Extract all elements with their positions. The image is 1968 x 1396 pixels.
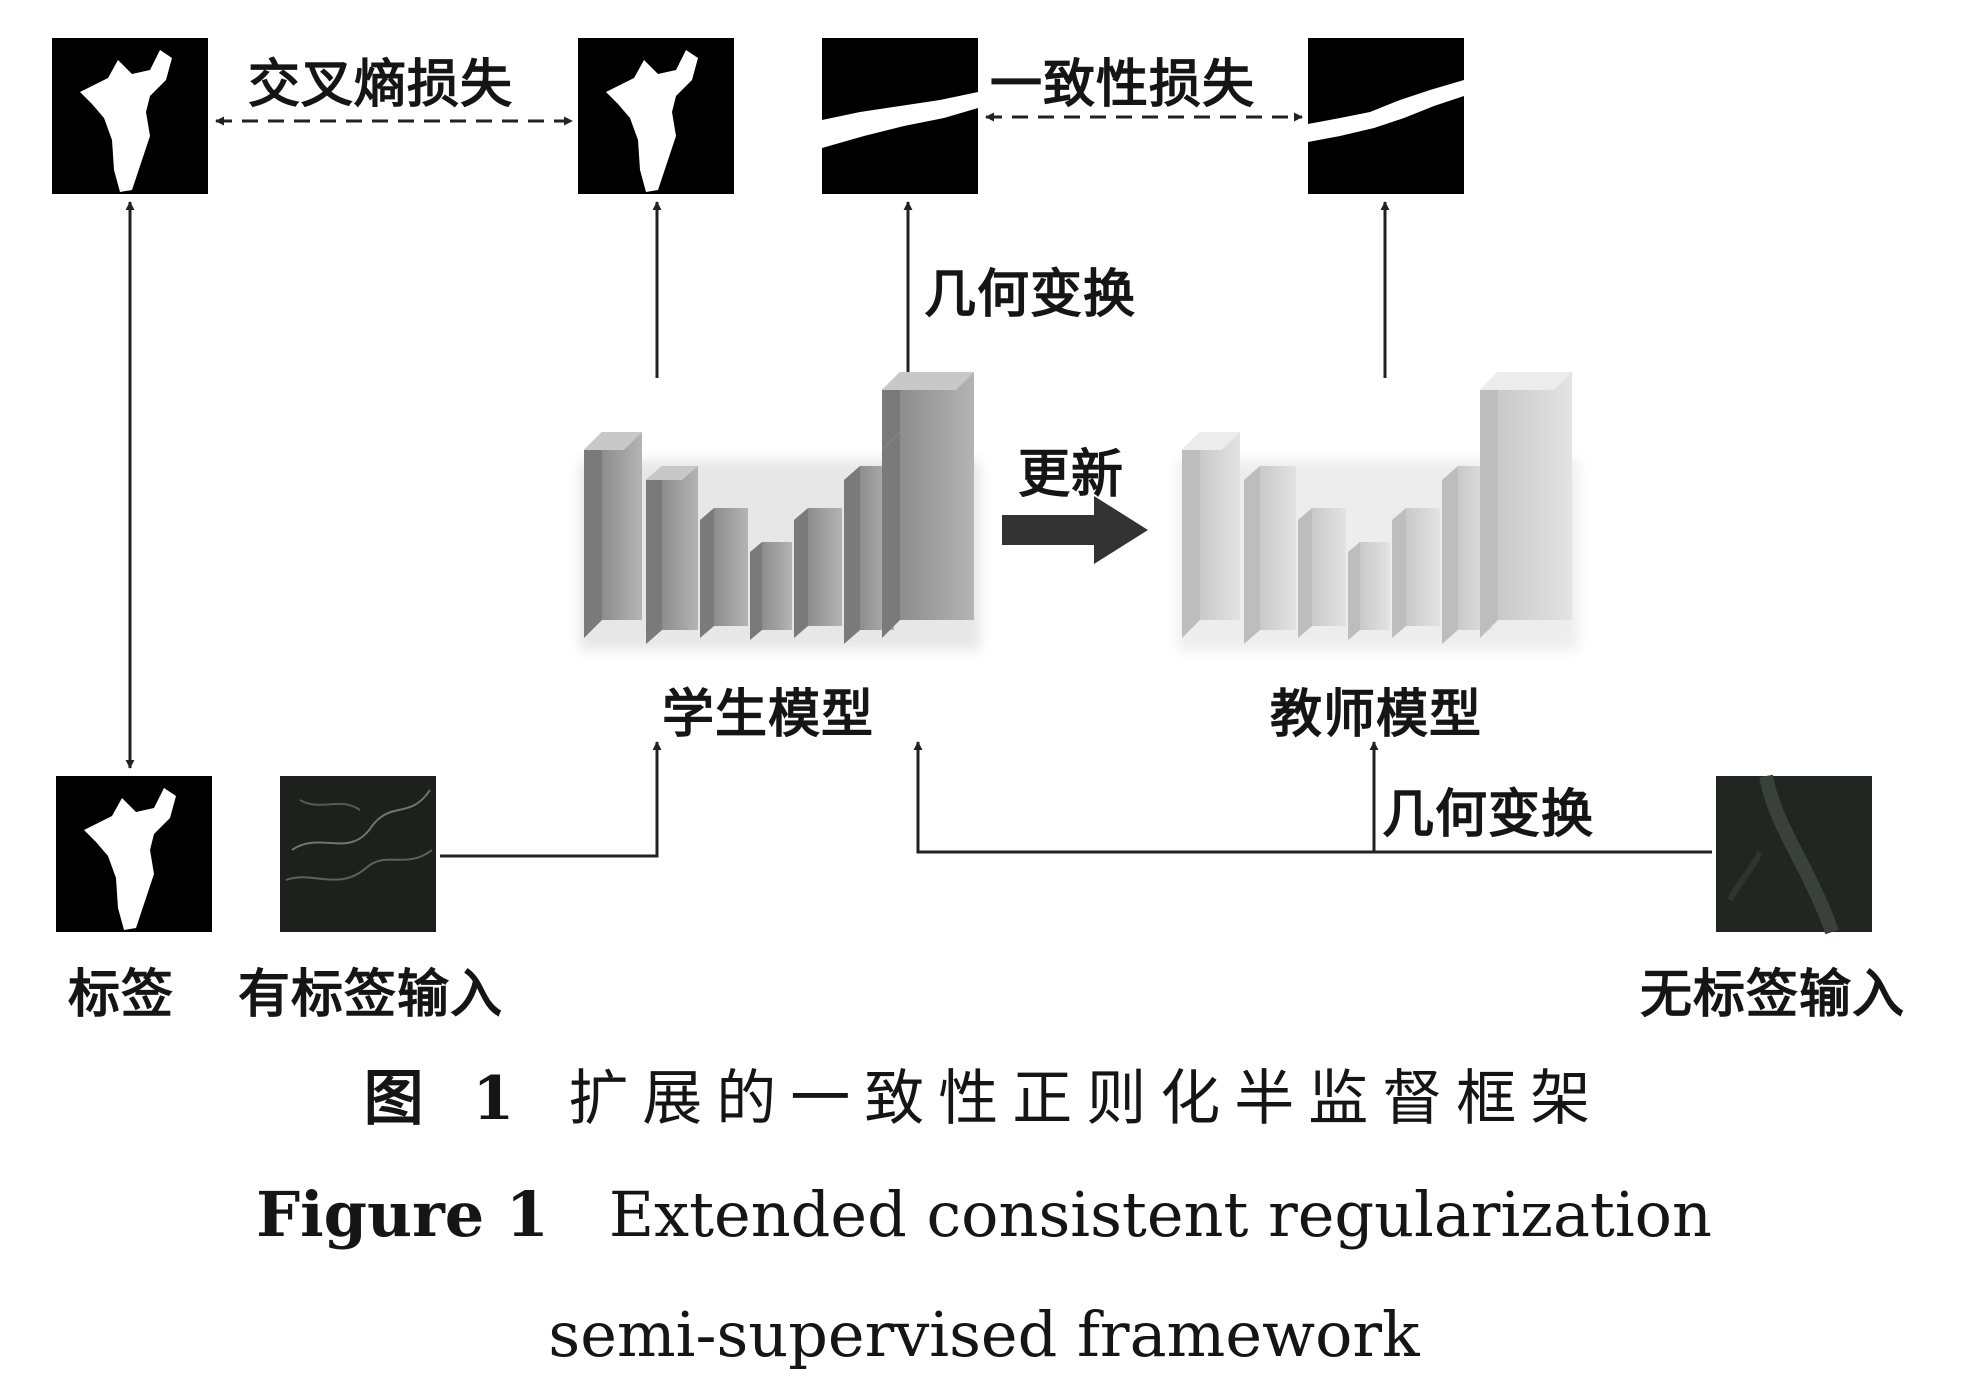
figure-number-cn: 图 1	[363, 1064, 529, 1134]
figure-caption-chinese: 图 1 扩展的一致性正则化半监督框架	[0, 1050, 1968, 1137]
teacher-model-blocks	[1178, 372, 1578, 650]
label-mask-top-left	[52, 38, 208, 194]
labeled-input-to-student	[440, 741, 662, 858]
unlabeled-input-to-student	[913, 741, 1712, 854]
student-prediction-labeled	[578, 38, 734, 194]
unlabeled-input-caption: 无标签输入	[1640, 965, 1906, 1025]
geometric-transform-top-label: 几何变换	[924, 265, 1137, 325]
update-arrow	[1002, 496, 1148, 564]
figure-caption-english-line1: Figure 1 Extended consistent regularizati…	[0, 1178, 1968, 1251]
figure-title-en-line1: Extended consistent regularization	[608, 1178, 1712, 1251]
teacher-prediction-unlabeled	[1308, 38, 1464, 194]
figure-title-cn: 扩展的一致性正则化半监督框架	[568, 1064, 1605, 1134]
student-prediction-unlabeled	[822, 38, 978, 194]
figure-number-en: Figure 1	[256, 1178, 549, 1251]
label-mask-bottom	[56, 776, 212, 932]
consistency-loss-label: 一致性损失	[990, 55, 1256, 115]
cross-entropy-loss-label: 交叉熵损失	[248, 55, 514, 115]
student-model-blocks	[580, 372, 980, 650]
unlabeled-input-image	[1716, 774, 1872, 935]
label-caption: 标签	[68, 965, 175, 1025]
figure-caption-english-line2: semi-supervised framework	[548, 1298, 1420, 1371]
geometric-transform-bottom-label: 几何变换	[1382, 785, 1595, 845]
labeled-input-caption: 有标签输入	[238, 965, 504, 1025]
update-label: 更新	[1018, 445, 1125, 505]
labeled-input-image	[280, 776, 436, 932]
teacher-model-label: 教师模型	[1270, 685, 1483, 745]
student-model-label: 学生模型	[662, 685, 875, 745]
